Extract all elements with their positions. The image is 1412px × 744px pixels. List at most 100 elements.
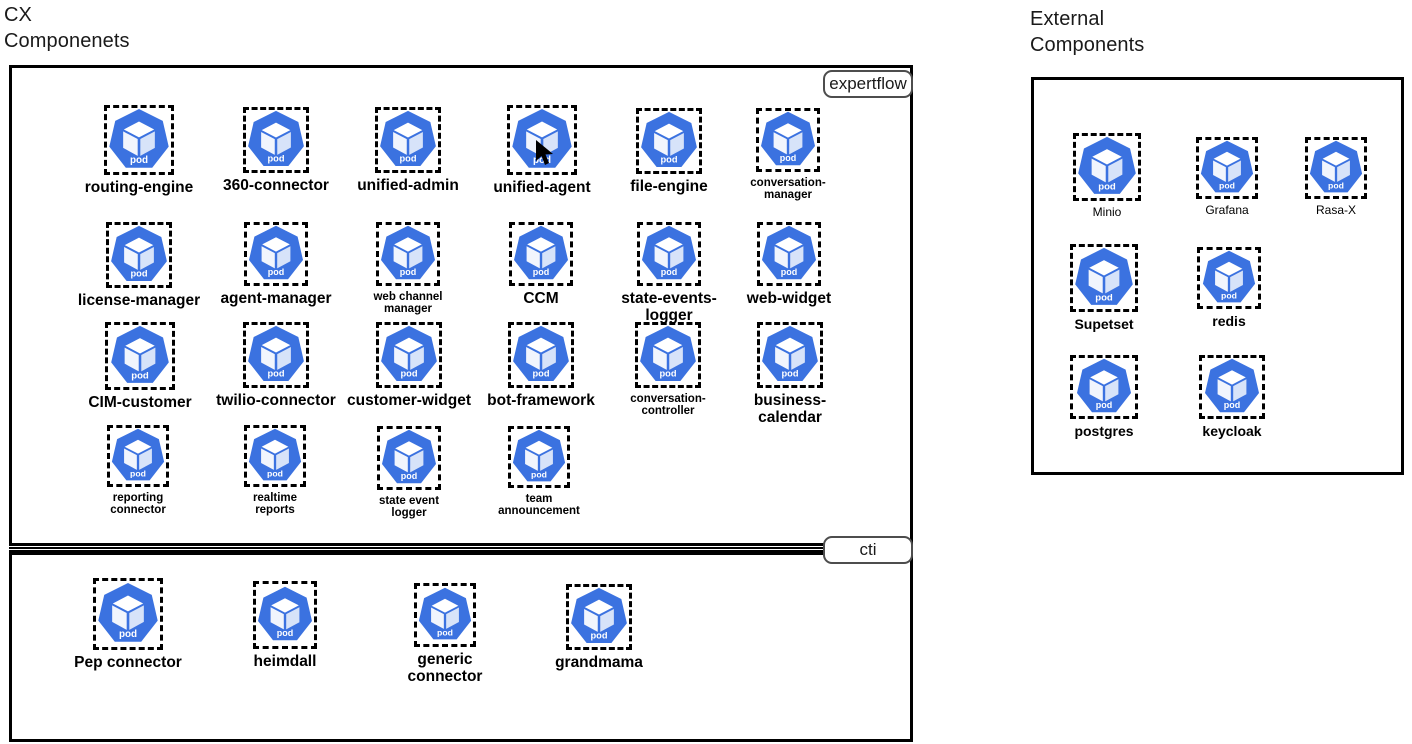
pod-icon-container[interactable]: pod <box>414 583 476 647</box>
pod-node-label: Grafana <box>1205 203 1249 217</box>
pod-node-conversation--controller[interactable]: pod conversation- controller <box>603 322 733 418</box>
pod-icon-container[interactable]: pod <box>508 322 574 388</box>
svg-text:pod: pod <box>1221 290 1237 300</box>
pod-icon-container[interactable]: pod <box>93 578 163 650</box>
pod-icon-container[interactable]: pod <box>243 107 309 173</box>
selection-dashed-border <box>1073 133 1141 201</box>
pod-icon-container[interactable]: pod <box>376 322 442 388</box>
pod-node-conversation--manager[interactable]: pod conversation- manager <box>723 108 853 202</box>
svg-text:pod: pod <box>533 155 551 166</box>
kubernetes-pod-icon: pod <box>1078 136 1136 194</box>
pod-node-supetset[interactable]: pod Supetset <box>1039 244 1169 332</box>
pod-node-web-widget[interactable]: pod web-widget <box>724 222 854 308</box>
kubernetes-pod-icon: pod <box>640 325 696 382</box>
pod-icon-container[interactable]: pod <box>107 425 169 487</box>
pod-node-grandmama[interactable]: pod grandmama <box>534 584 664 672</box>
pod-node-label: keycloak <box>1202 423 1262 439</box>
cti-tag-leader-line <box>9 547 824 552</box>
pod-icon-container[interactable]: pod <box>244 222 308 286</box>
pod-node-twilio-connector[interactable]: pod twilio-connector <box>211 322 341 410</box>
pod-icon-container[interactable]: pod <box>756 108 820 172</box>
pod-node-reporting-connector[interactable]: pod reporting connector <box>73 425 203 517</box>
cti-namespace-tag[interactable]: cti <box>823 536 913 564</box>
pod-icon-container[interactable]: pod <box>376 222 440 286</box>
pod-node-postgres[interactable]: pod postgres <box>1039 355 1169 439</box>
pod-node-360-connector[interactable]: pod 360-connector <box>211 107 341 195</box>
pod-icon-container[interactable]: pod <box>106 222 172 288</box>
pod-icon-container[interactable]: pod <box>377 426 441 490</box>
pod-icon-container[interactable]: pod <box>1070 244 1138 312</box>
kubernetes-pod-icon: pod <box>514 225 568 280</box>
pod-node-customer-widget[interactable]: pod customer-widget <box>344 322 474 410</box>
pod-node-heimdall[interactable]: pod heimdall <box>220 581 350 671</box>
pod-node-label: realtime reports <box>252 492 298 517</box>
pod-node-ccm[interactable]: pod CCM <box>476 222 606 308</box>
pod-node-label: web-widget <box>746 290 832 307</box>
svg-text:pod: pod <box>659 369 676 379</box>
pod-node-state-events-logger[interactable]: pod state-events-logger <box>604 222 734 324</box>
pod-icon-container[interactable]: pod <box>757 322 823 388</box>
pod-node-bot-framework[interactable]: pod bot-framework <box>476 322 606 410</box>
pod-node-minio[interactable]: pod Minio <box>1042 133 1172 219</box>
pod-node-file-engine[interactable]: pod file-engine <box>604 108 734 196</box>
pod-node-redis[interactable]: pod redis <box>1164 247 1294 329</box>
pod-node-grafana[interactable]: pod Grafana <box>1162 137 1292 217</box>
pod-icon-container[interactable]: pod <box>1070 355 1138 419</box>
pod-icon-container[interactable]: pod <box>1305 137 1367 199</box>
pod-node-label: agent-manager <box>220 290 332 307</box>
pod-icon-container[interactable]: pod <box>253 581 317 649</box>
pod-node-state-event-logger[interactable]: pod state event logger <box>344 426 474 520</box>
pod-node-unified-agent[interactable]: pod unified-agent <box>477 105 607 197</box>
pod-icon-container[interactable]: pod <box>635 322 701 388</box>
pod-icon-container[interactable]: pod <box>104 105 174 175</box>
pod-node-label: Minio <box>1092 205 1122 219</box>
pod-icon-container[interactable]: pod <box>1197 247 1261 309</box>
pod-node-agent-manager[interactable]: pod agent-manager <box>211 222 341 308</box>
pod-node-license-manager[interactable]: pod license-manager <box>74 222 204 310</box>
pod-icon-container[interactable]: pod <box>507 105 577 175</box>
pod-node-business-calendar[interactable]: pod business-calendar <box>725 322 855 426</box>
pod-node-unified-admin[interactable]: pod unified-admin <box>343 107 473 195</box>
pod-icon-container[interactable]: pod <box>1196 137 1258 199</box>
svg-text:pod: pod <box>780 153 797 163</box>
pod-icon-container[interactable]: pod <box>566 584 632 650</box>
selection-dashed-border <box>756 108 820 172</box>
pod-node-routing-engine[interactable]: pod routing-engine <box>74 105 204 197</box>
pod-icon-container[interactable]: pod <box>757 222 821 286</box>
selection-dashed-border <box>635 322 701 388</box>
pod-node-realtime-reports[interactable]: pod realtime reports <box>210 425 340 517</box>
pod-node-cim-customer[interactable]: pod CIM-customer <box>75 322 205 412</box>
pod-node-label: team announcement <box>498 493 580 518</box>
pod-icon-container[interactable]: pod <box>244 425 306 487</box>
svg-text:pod: pod <box>400 267 417 277</box>
pod-icon-container[interactable]: pod <box>1199 355 1265 419</box>
pod-node-pep-connector[interactable]: pod Pep connector <box>63 578 193 672</box>
selection-dashed-border <box>105 322 175 390</box>
pod-icon-container[interactable]: pod <box>508 426 570 488</box>
kubernetes-pod-icon: pod <box>98 582 158 642</box>
pod-icon-container[interactable]: pod <box>1073 133 1141 201</box>
kubernetes-pod-icon: pod <box>571 587 627 644</box>
pod-icon-container[interactable]: pod <box>105 322 175 390</box>
pod-node-label: Rasa-X <box>1315 203 1356 217</box>
pod-icon-container[interactable]: pod <box>636 108 702 174</box>
pod-node-rasa-x[interactable]: pod Rasa-X <box>1271 137 1401 217</box>
pod-node-web-channel-manager[interactable]: pod web channel manager <box>343 222 473 316</box>
expertflow-namespace-tag[interactable]: expertflow <box>823 70 913 98</box>
pod-node-label: conversation- manager <box>750 177 826 202</box>
pod-node-keycloak[interactable]: pod keycloak <box>1167 355 1297 439</box>
svg-text:pod: pod <box>119 629 137 640</box>
svg-text:pod: pod <box>1328 180 1344 190</box>
svg-text:pod: pod <box>130 269 147 279</box>
pod-node-team-announcement[interactable]: pod team announcement <box>474 426 604 518</box>
pod-node-generic-connector[interactable]: pod generic connector <box>380 583 510 685</box>
pod-icon-container[interactable]: pod <box>637 222 701 286</box>
pod-icon-container[interactable]: pod <box>375 107 441 173</box>
svg-text:pod: pod <box>130 155 148 166</box>
pod-node-label: business-calendar <box>753 392 827 426</box>
selection-dashed-border <box>375 107 441 173</box>
pod-icon-container[interactable]: pod <box>509 222 573 286</box>
pod-icon-container[interactable]: pod <box>243 322 309 388</box>
cx-components-title: CX Componenets <box>4 4 130 52</box>
